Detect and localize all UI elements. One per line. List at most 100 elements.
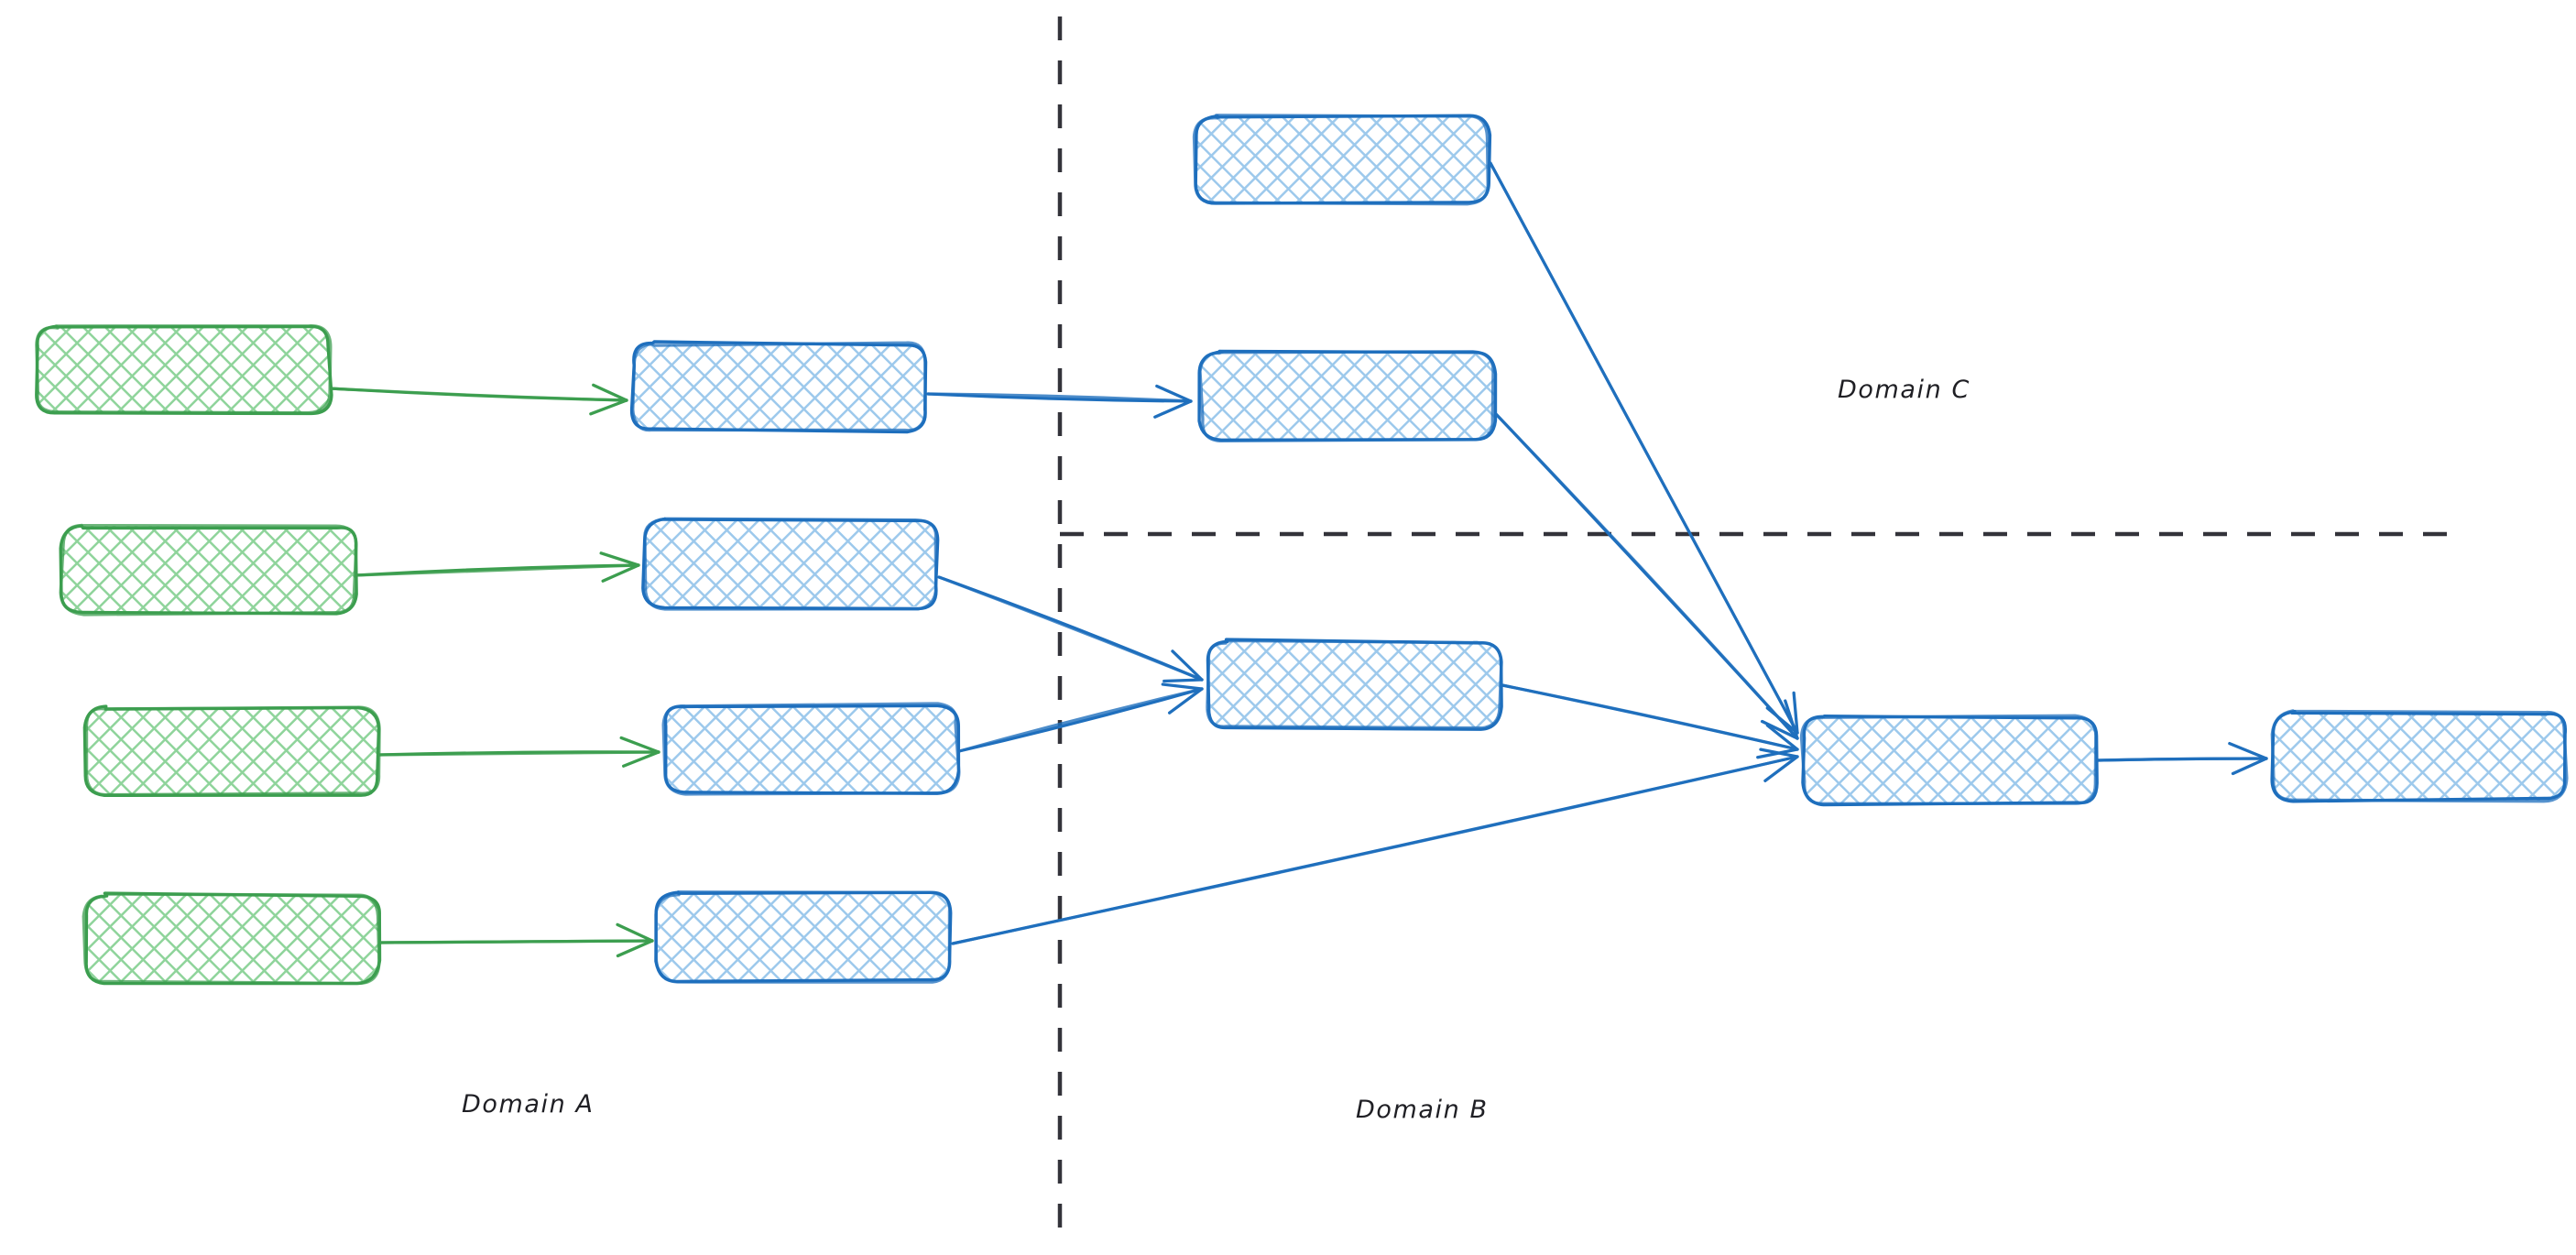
node-fill xyxy=(1201,352,1495,440)
node-outline xyxy=(1799,714,2098,806)
node-c1[interactable] xyxy=(1192,114,1492,206)
node-fill xyxy=(35,326,331,413)
arrow-head-stroke xyxy=(1784,699,1799,740)
arrow-head-stroke xyxy=(1153,399,1193,419)
arrow-head-stroke xyxy=(2231,757,2268,776)
edges-layer xyxy=(328,161,2268,958)
node-fill xyxy=(632,344,928,431)
edge-line xyxy=(937,575,1204,682)
arrow-head-stroke xyxy=(1167,687,1204,715)
node-fill xyxy=(84,894,379,983)
edge-a4-b4 xyxy=(377,922,654,958)
edge-line xyxy=(951,755,1799,945)
edge-d1-e1 xyxy=(2096,741,2268,776)
node-b4[interactable] xyxy=(654,890,953,984)
arrow-head xyxy=(616,922,654,958)
edge-c3-d1 xyxy=(1501,683,1799,759)
arrow-head xyxy=(1153,384,1193,419)
node-outline xyxy=(1198,350,1495,442)
edge-line xyxy=(377,750,660,757)
arrow-head-stroke xyxy=(616,939,654,958)
node-outline xyxy=(631,341,927,432)
edge-a1-b1 xyxy=(328,383,628,416)
arrow-head-stroke xyxy=(1155,384,1193,403)
node-fill xyxy=(663,704,959,793)
arrow-head xyxy=(1756,724,1799,759)
node-c2[interactable] xyxy=(1197,349,1498,442)
node-fill xyxy=(1206,640,1502,729)
edge-line xyxy=(1501,683,1799,751)
edge-b3-c3 xyxy=(957,682,1204,753)
edge-line xyxy=(926,392,1193,403)
edge-line xyxy=(328,387,628,402)
node-outline xyxy=(1206,638,1503,730)
node-fill xyxy=(62,526,356,615)
node-d1[interactable] xyxy=(1799,714,2099,807)
node-a2[interactable] xyxy=(59,523,358,617)
nodes-layer xyxy=(35,114,2569,986)
arrow-head-stroke xyxy=(599,551,640,567)
node-c3[interactable] xyxy=(1206,638,1503,731)
node-a3[interactable] xyxy=(82,704,381,798)
arrow-head xyxy=(589,383,628,416)
arrow-head-stroke xyxy=(1792,691,1799,735)
arrow-head-stroke xyxy=(601,563,640,583)
node-fill xyxy=(657,893,951,981)
node-fill xyxy=(643,519,937,608)
edge-line xyxy=(354,563,640,577)
arrow-head-stroke xyxy=(1171,649,1204,682)
edge-line xyxy=(1489,161,1799,735)
edge-c2-d1 xyxy=(1494,412,1799,740)
node-fill xyxy=(2271,713,2567,801)
node-fill xyxy=(1802,715,2096,804)
edge-line xyxy=(377,939,654,944)
arrow-head xyxy=(619,736,660,768)
arrow-head-stroke xyxy=(1161,682,1204,691)
arrow-head-stroke xyxy=(1765,724,1799,751)
edge-b1-c2 xyxy=(926,384,1193,419)
edge-line xyxy=(1494,412,1799,740)
edge-b2-c3 xyxy=(937,575,1204,683)
node-b3[interactable] xyxy=(661,702,961,796)
node-b1[interactable] xyxy=(629,340,928,434)
arrow-head-stroke xyxy=(1162,678,1204,683)
edge-line xyxy=(2096,757,2268,762)
edge-c1-d1 xyxy=(1489,161,1799,735)
arrow-head-stroke xyxy=(589,398,628,416)
arrow-head xyxy=(1162,649,1204,683)
arrow-head-stroke xyxy=(1756,748,1799,759)
arrow-head xyxy=(1161,682,1204,715)
node-fill xyxy=(83,706,379,795)
arrow-head-stroke xyxy=(2228,741,2268,760)
node-a1[interactable] xyxy=(35,324,333,416)
edge-line xyxy=(957,687,1204,753)
node-e1[interactable] xyxy=(2270,709,2569,803)
node-outline xyxy=(84,705,381,797)
node-fill xyxy=(1195,115,1489,204)
dividers-layer xyxy=(1057,16,2464,1242)
node-outline xyxy=(654,890,952,984)
arrow-head xyxy=(2228,741,2268,776)
node-outline xyxy=(661,702,961,796)
arrow-head-stroke xyxy=(616,922,654,943)
edge-a3-b3 xyxy=(377,736,660,768)
node-outline xyxy=(1192,114,1490,206)
node-outline xyxy=(82,892,381,986)
node-b2[interactable] xyxy=(641,517,940,611)
arrow-head-stroke xyxy=(622,750,660,768)
arrow-head-stroke xyxy=(1763,755,1799,782)
node-outline xyxy=(35,324,333,415)
node-outline xyxy=(2270,709,2569,803)
domain-b-label: Domain B xyxy=(1356,1096,1489,1124)
edge-a2-b2 xyxy=(354,551,640,583)
node-outline xyxy=(643,517,938,611)
arrow-head-stroke xyxy=(592,383,628,402)
edge-b4-d1 xyxy=(951,748,1799,945)
node-a4[interactable] xyxy=(82,891,382,986)
domain-c-label: Domain C xyxy=(1838,376,1971,404)
arrow-head-stroke xyxy=(619,736,660,754)
node-outline xyxy=(59,523,358,617)
domain-a-label: Domain A xyxy=(462,1090,595,1119)
